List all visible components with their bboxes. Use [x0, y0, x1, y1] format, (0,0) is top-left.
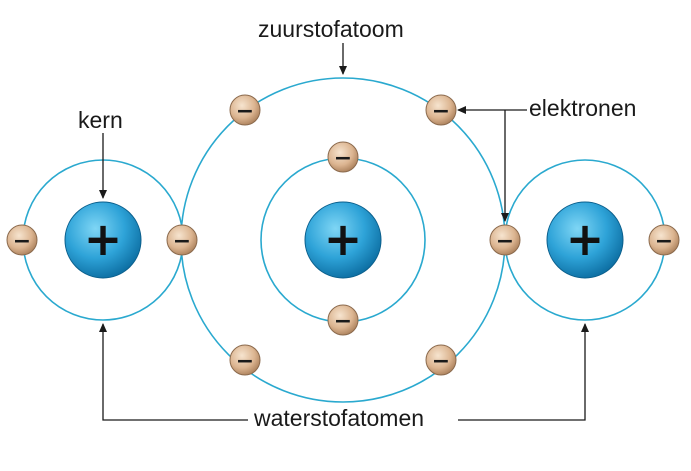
- svg-text:−: −: [173, 229, 191, 254]
- svg-text:−: −: [13, 229, 31, 254]
- svg-text:−: −: [236, 349, 254, 374]
- svg-text:−: −: [432, 99, 450, 124]
- electron: −: [229, 344, 261, 376]
- nucleus-label: kern: [78, 107, 123, 133]
- nucleus-hydrogen-right: +: [546, 201, 624, 279]
- hydrogen-atoms-label: waterstofatomen: [252, 405, 427, 431]
- svg-text:−: −: [236, 99, 254, 124]
- electron: −: [166, 224, 198, 256]
- electron: −: [327, 141, 359, 173]
- electron: −: [229, 94, 261, 126]
- nucleus-oxygen: +: [304, 201, 382, 279]
- hydrogen-right-bracket: [458, 323, 589, 421]
- oxygen-atom-label: zuurstofatoom: [258, 16, 404, 42]
- leader-lines: [99, 43, 589, 421]
- nucleus-hydrogen-left: +: [64, 201, 142, 279]
- nucleus-plus-symbol: +: [566, 212, 605, 266]
- svg-text:−: −: [655, 229, 673, 254]
- hydrogen-left-bracket: [99, 323, 248, 421]
- electron: −: [6, 224, 38, 256]
- electron: −: [648, 224, 680, 256]
- electrons: − − − − − − − − − −: [6, 94, 680, 376]
- electrons-label: elektronen: [529, 95, 637, 121]
- svg-text:−: −: [334, 309, 352, 334]
- nucleus-plus-symbol: +: [324, 212, 363, 266]
- electron: −: [327, 304, 359, 336]
- electron: −: [425, 344, 457, 376]
- svg-text:−: −: [432, 349, 450, 374]
- nucleus-plus-symbol: +: [84, 212, 123, 266]
- electron: −: [425, 94, 457, 126]
- svg-text:−: −: [334, 146, 352, 171]
- svg-text:−: −: [496, 229, 514, 254]
- electron: −: [489, 224, 521, 256]
